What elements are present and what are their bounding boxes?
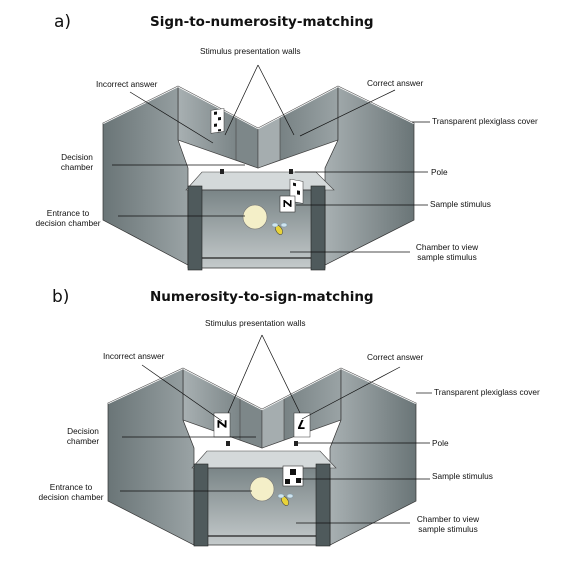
divider-wall: [235, 115, 259, 169]
label-sample-stimulus: Sample stimulus: [430, 199, 491, 209]
side-wall-left-outer: [102, 85, 189, 266]
label-plexiglass-cover: Transparent plexiglass cover: [432, 116, 538, 126]
apparatus-diagram-b: [107, 334, 432, 547]
label-decision-chamber: Decision chamber: [60, 152, 94, 172]
label-pole: Pole: [432, 438, 449, 448]
bee-icon: [277, 493, 294, 506]
label-pole: Pole: [431, 167, 448, 177]
correct-answer-symbol: 7: [297, 417, 306, 431]
label-entrance: Entrance to decision chamber: [35, 208, 101, 228]
incorrect-answer-card: [210, 108, 225, 134]
sample-stimulus-symbol: Z: [280, 199, 294, 208]
label-view-chamber: Chamber to view sample stimulus: [415, 242, 479, 262]
label-correct-answer: Correct answer: [367, 78, 424, 88]
apparatus-diagram-a: [102, 64, 430, 271]
panel-title: Numerosity-to-sign-matching: [150, 289, 374, 305]
viewing-chamber-post-left: [187, 185, 203, 271]
panel-title: Sign-to-numerosity-matching: [150, 14, 374, 30]
label-correct-answer: Correct answer: [367, 352, 424, 362]
panel-label: b): [52, 287, 70, 307]
panel-label: a): [54, 12, 72, 32]
pole-left: [220, 169, 224, 174]
label-incorrect-answer: Incorrect answer: [103, 351, 165, 361]
panel-a: a) Sign-to-numerosity-matching Z Stimulu…: [0, 0, 567, 283]
divider-wall-right: [257, 115, 281, 169]
pole-right: [289, 169, 293, 174]
leader-lines-b: [120, 334, 432, 524]
sample-stimulus-card: [279, 195, 296, 213]
label-decision-chamber: Decision chamber: [66, 426, 100, 446]
label-entrance: Entrance to decision chamber: [38, 482, 104, 502]
incorrect-answer-symbol: Z: [214, 419, 229, 429]
viewing-chamber-post-right: [310, 185, 326, 271]
correct-answer-card: [293, 412, 311, 438]
panel-b: b) Numerosity-to-sign-matching Z 7 Stimu…: [0, 283, 567, 566]
label-plexiglass-cover: Transparent plexiglass cover: [434, 387, 540, 397]
entrance-hole: [242, 204, 268, 230]
label-stimulus-walls: Stimulus presentation walls: [200, 46, 301, 56]
label-stimulus-walls: Stimulus presentation walls: [205, 318, 306, 328]
label-sample-stimulus: Sample stimulus: [432, 471, 493, 481]
side-wall-right-outer: [324, 85, 415, 266]
bee-icon: [271, 222, 288, 235]
label-incorrect-answer: Incorrect answer: [96, 79, 158, 89]
label-view-chamber: Chamber to view sample stimulus: [416, 514, 480, 534]
leader-lines-a: [112, 64, 430, 253]
